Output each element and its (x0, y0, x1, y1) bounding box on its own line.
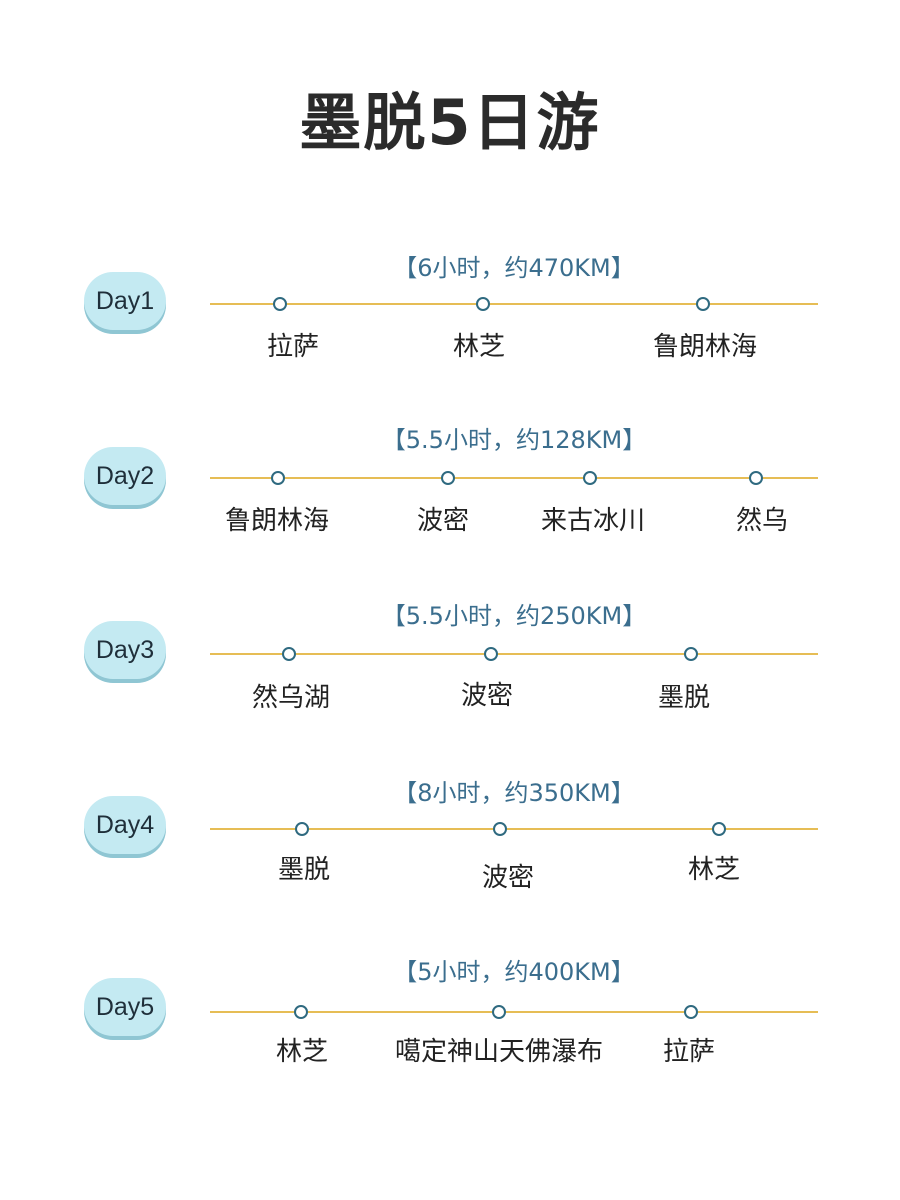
stop-marker-icon (711, 821, 726, 836)
stop-marker-icon (281, 646, 296, 661)
stop-label: 林芝 (452, 332, 506, 362)
stop-marker-icon (270, 470, 285, 485)
stop-label: 鲁朗林海 (224, 506, 330, 536)
page-title: 墨脱5日游 (299, 86, 601, 159)
day-duration-distance: 【5.5小时，约250KM】 (381, 602, 647, 630)
stop-marker-icon (272, 296, 287, 311)
stop-label: 来古冰川 (540, 506, 646, 536)
day-badge: Day3 (84, 621, 166, 679)
stop-label: 墨脱 (657, 683, 711, 713)
stop-label: 然乌 (735, 506, 789, 536)
stop-marker-icon (748, 470, 763, 485)
stop-marker-icon (294, 821, 309, 836)
route-line (210, 477, 818, 479)
stop-label: 波密 (460, 681, 514, 711)
stop-label: 噶定神山天佛瀑布 (394, 1037, 604, 1067)
stop-label: 墨脱 (277, 855, 331, 885)
day-duration-distance: 【5.5小时，约128KM】 (381, 426, 647, 454)
stop-label: 鲁朗林海 (652, 332, 758, 362)
stop-marker-icon (475, 296, 490, 311)
day-duration-distance: 【6小时，约470KM】 (393, 254, 635, 282)
stop-label: 林芝 (687, 855, 741, 885)
day-badge: Day4 (84, 796, 166, 854)
stop-marker-icon (683, 1004, 698, 1019)
day-badge: Day2 (84, 447, 166, 505)
stop-label: 拉萨 (662, 1037, 716, 1067)
day-badge: Day5 (84, 978, 166, 1036)
stop-marker-icon (293, 1004, 308, 1019)
stop-label: 波密 (416, 506, 470, 536)
stop-marker-icon (695, 296, 710, 311)
route-line (210, 303, 818, 305)
stop-marker-icon (491, 1004, 506, 1019)
stop-label: 林芝 (275, 1037, 329, 1067)
stop-marker-icon (440, 470, 455, 485)
stop-marker-icon (683, 646, 698, 661)
stop-label: 然乌湖 (251, 683, 331, 713)
day-badge: Day1 (84, 272, 166, 330)
day-duration-distance: 【8小时，约350KM】 (393, 779, 635, 807)
stop-marker-icon (492, 821, 507, 836)
route-line (210, 653, 818, 655)
stop-label: 拉萨 (266, 332, 320, 362)
stop-marker-icon (483, 646, 498, 661)
stop-label: 波密 (481, 863, 535, 893)
stop-marker-icon (582, 470, 597, 485)
route-line (210, 1011, 818, 1013)
day-duration-distance: 【5小时，约400KM】 (393, 958, 635, 986)
route-line (210, 828, 818, 830)
